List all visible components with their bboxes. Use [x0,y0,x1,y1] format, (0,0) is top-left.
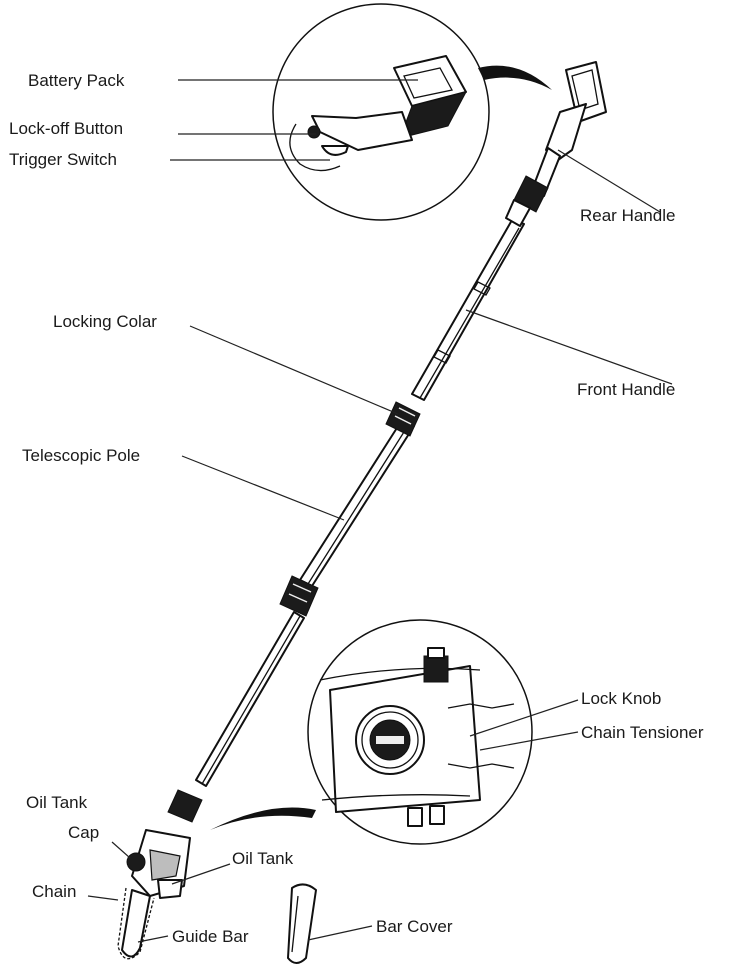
bar-cover [287,883,317,964]
part-labels: Battery Pack Lock-off Button Trigger Swi… [9,71,704,946]
label-lock-off-button: Lock-off Button [9,119,123,138]
label-telescopic-pole: Telescopic Pole [22,446,140,465]
zoom-arrow-bottom [210,807,316,830]
zoom-arrow-top [478,65,552,90]
telescopic-pole-shaft [195,219,525,787]
zoom-circle-handle-detail [272,3,490,221]
label-chain-tensioner: Chain Tensioner [581,723,704,742]
zoom-circle-tensioner-detail [307,619,533,845]
label-trigger-switch: Trigger Switch [9,150,117,169]
locking-collar-upper [385,401,421,437]
label-battery-pack: Battery Pack [28,71,125,90]
label-chain: Chain [32,882,76,901]
label-front-handle: Front Handle [577,380,675,399]
label-oil-tank: Oil Tank [232,849,294,868]
label-locking-colar: Locking Colar [53,312,157,331]
label-lock-knob: Lock Knob [581,689,661,708]
locking-collar-lower [279,575,319,617]
label-rear-handle: Rear Handle [580,206,675,225]
saw-head-assembly [117,789,203,960]
label-oil-tank-cap-line1: Oil Tank [26,793,88,812]
label-oil-tank-cap-line2: Cap [68,823,99,842]
rear-handle-assembly [505,61,607,227]
label-guide-bar: Guide Bar [172,927,249,946]
label-bar-cover: Bar Cover [376,917,453,936]
leader-lines [87,79,673,943]
